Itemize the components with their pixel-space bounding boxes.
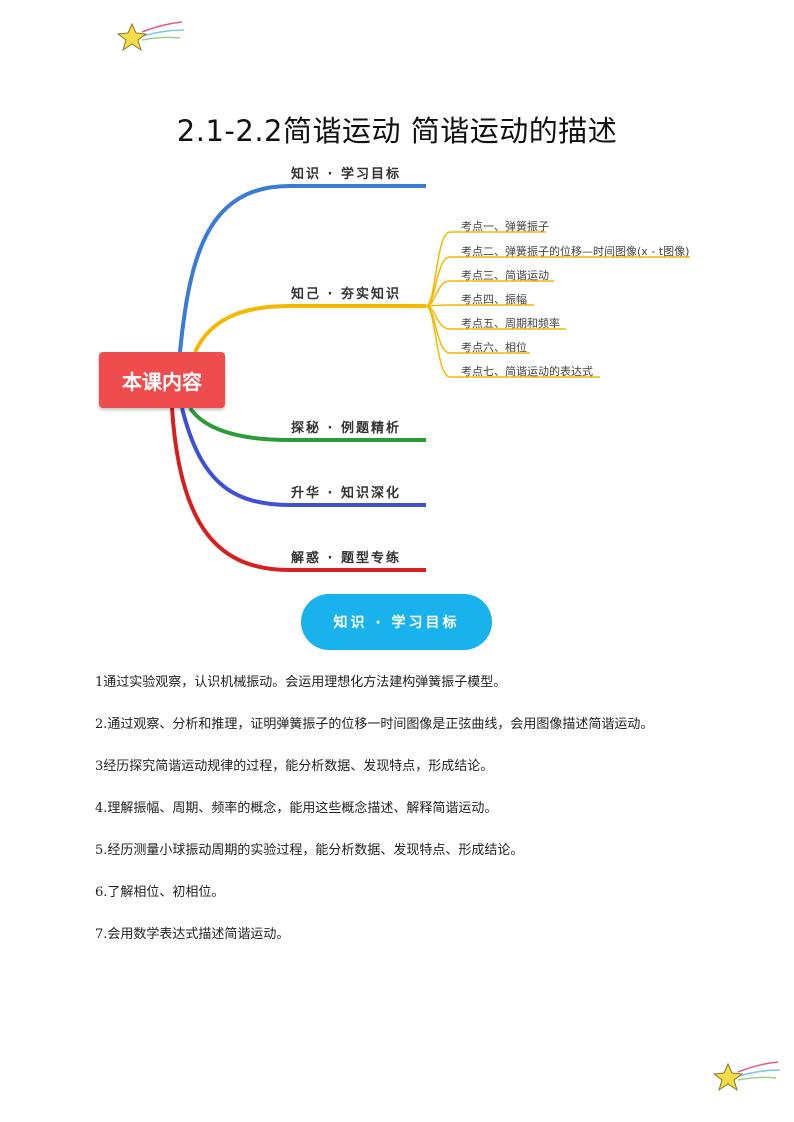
branch-line-1 [178, 184, 426, 353]
sub-item: 考点六、相位 [461, 341, 527, 354]
sub-item: 考点三、简谐运动 [461, 269, 549, 282]
sub-item: 考点四、振幅 [461, 293, 527, 306]
page-title: 2.1-2.2简谐运动 简谐运动的描述 [176, 114, 618, 148]
branch-label-objectives: 知识 · 学习目标 [291, 167, 401, 182]
branch-line-5 [170, 407, 426, 572]
branch-label-deepening: 升华 · 知识深化 [291, 486, 401, 501]
objective-item: 2.通过观察、分析和推理，证明弹簧振子的位移一时间图像是正弦曲线，会用图像描述简… [95, 717, 654, 732]
branch-label-examples: 探秘 · 例题精析 [291, 421, 401, 436]
objective-item: 4.理解振幅、周期、频率的概念，能用这些概念描述、解释简谐运动。 [95, 801, 498, 816]
section-heading-pill: 知识 · 学习目标 [301, 594, 492, 650]
sub-item: 考点二、弹簧振子的位移—时间图像(x - t图像) [461, 245, 690, 258]
objective-item: 7.会用数学表达式描述简谐运动。 [95, 927, 290, 942]
objective-item: 6.了解相位、初相位。 [95, 885, 225, 900]
branch-line-2 [193, 304, 426, 353]
branch-label-practice: 解惑 · 题型专练 [291, 551, 401, 566]
objective-item: 1通过实验观察，认识机械振动。会运用理想化方法建构弹簧振子模型。 [95, 675, 507, 690]
sub-item: 考点五、周期和频率 [461, 317, 560, 330]
objectives-list: 1通过实验观察，认识机械振动。会运用理想化方法建构弹簧振子模型。 2.通过观察、… [95, 668, 705, 962]
star-icon [116, 21, 185, 52]
branch-line-3 [188, 406, 426, 442]
objective-item: 5.经历测量小球振动周期的实验过程，能分析数据、发现特点、形成结论。 [95, 843, 524, 858]
branch-label-foundation: 知己 · 夯实知识 [291, 287, 401, 302]
sub-item: 考点七、简谐运动的表达式 [461, 365, 593, 378]
mindmap-diagram [170, 184, 690, 572]
objective-item: 3经历探究简谐运动规律的过程，能分析数据、发现特点，形成结论。 [95, 759, 494, 774]
mindmap-center-node: 本课内容 [99, 352, 225, 408]
star-icon [712, 1061, 781, 1092]
sub-item: 考点一、弹簧振子 [461, 220, 549, 233]
branch-line-4 [180, 407, 426, 507]
